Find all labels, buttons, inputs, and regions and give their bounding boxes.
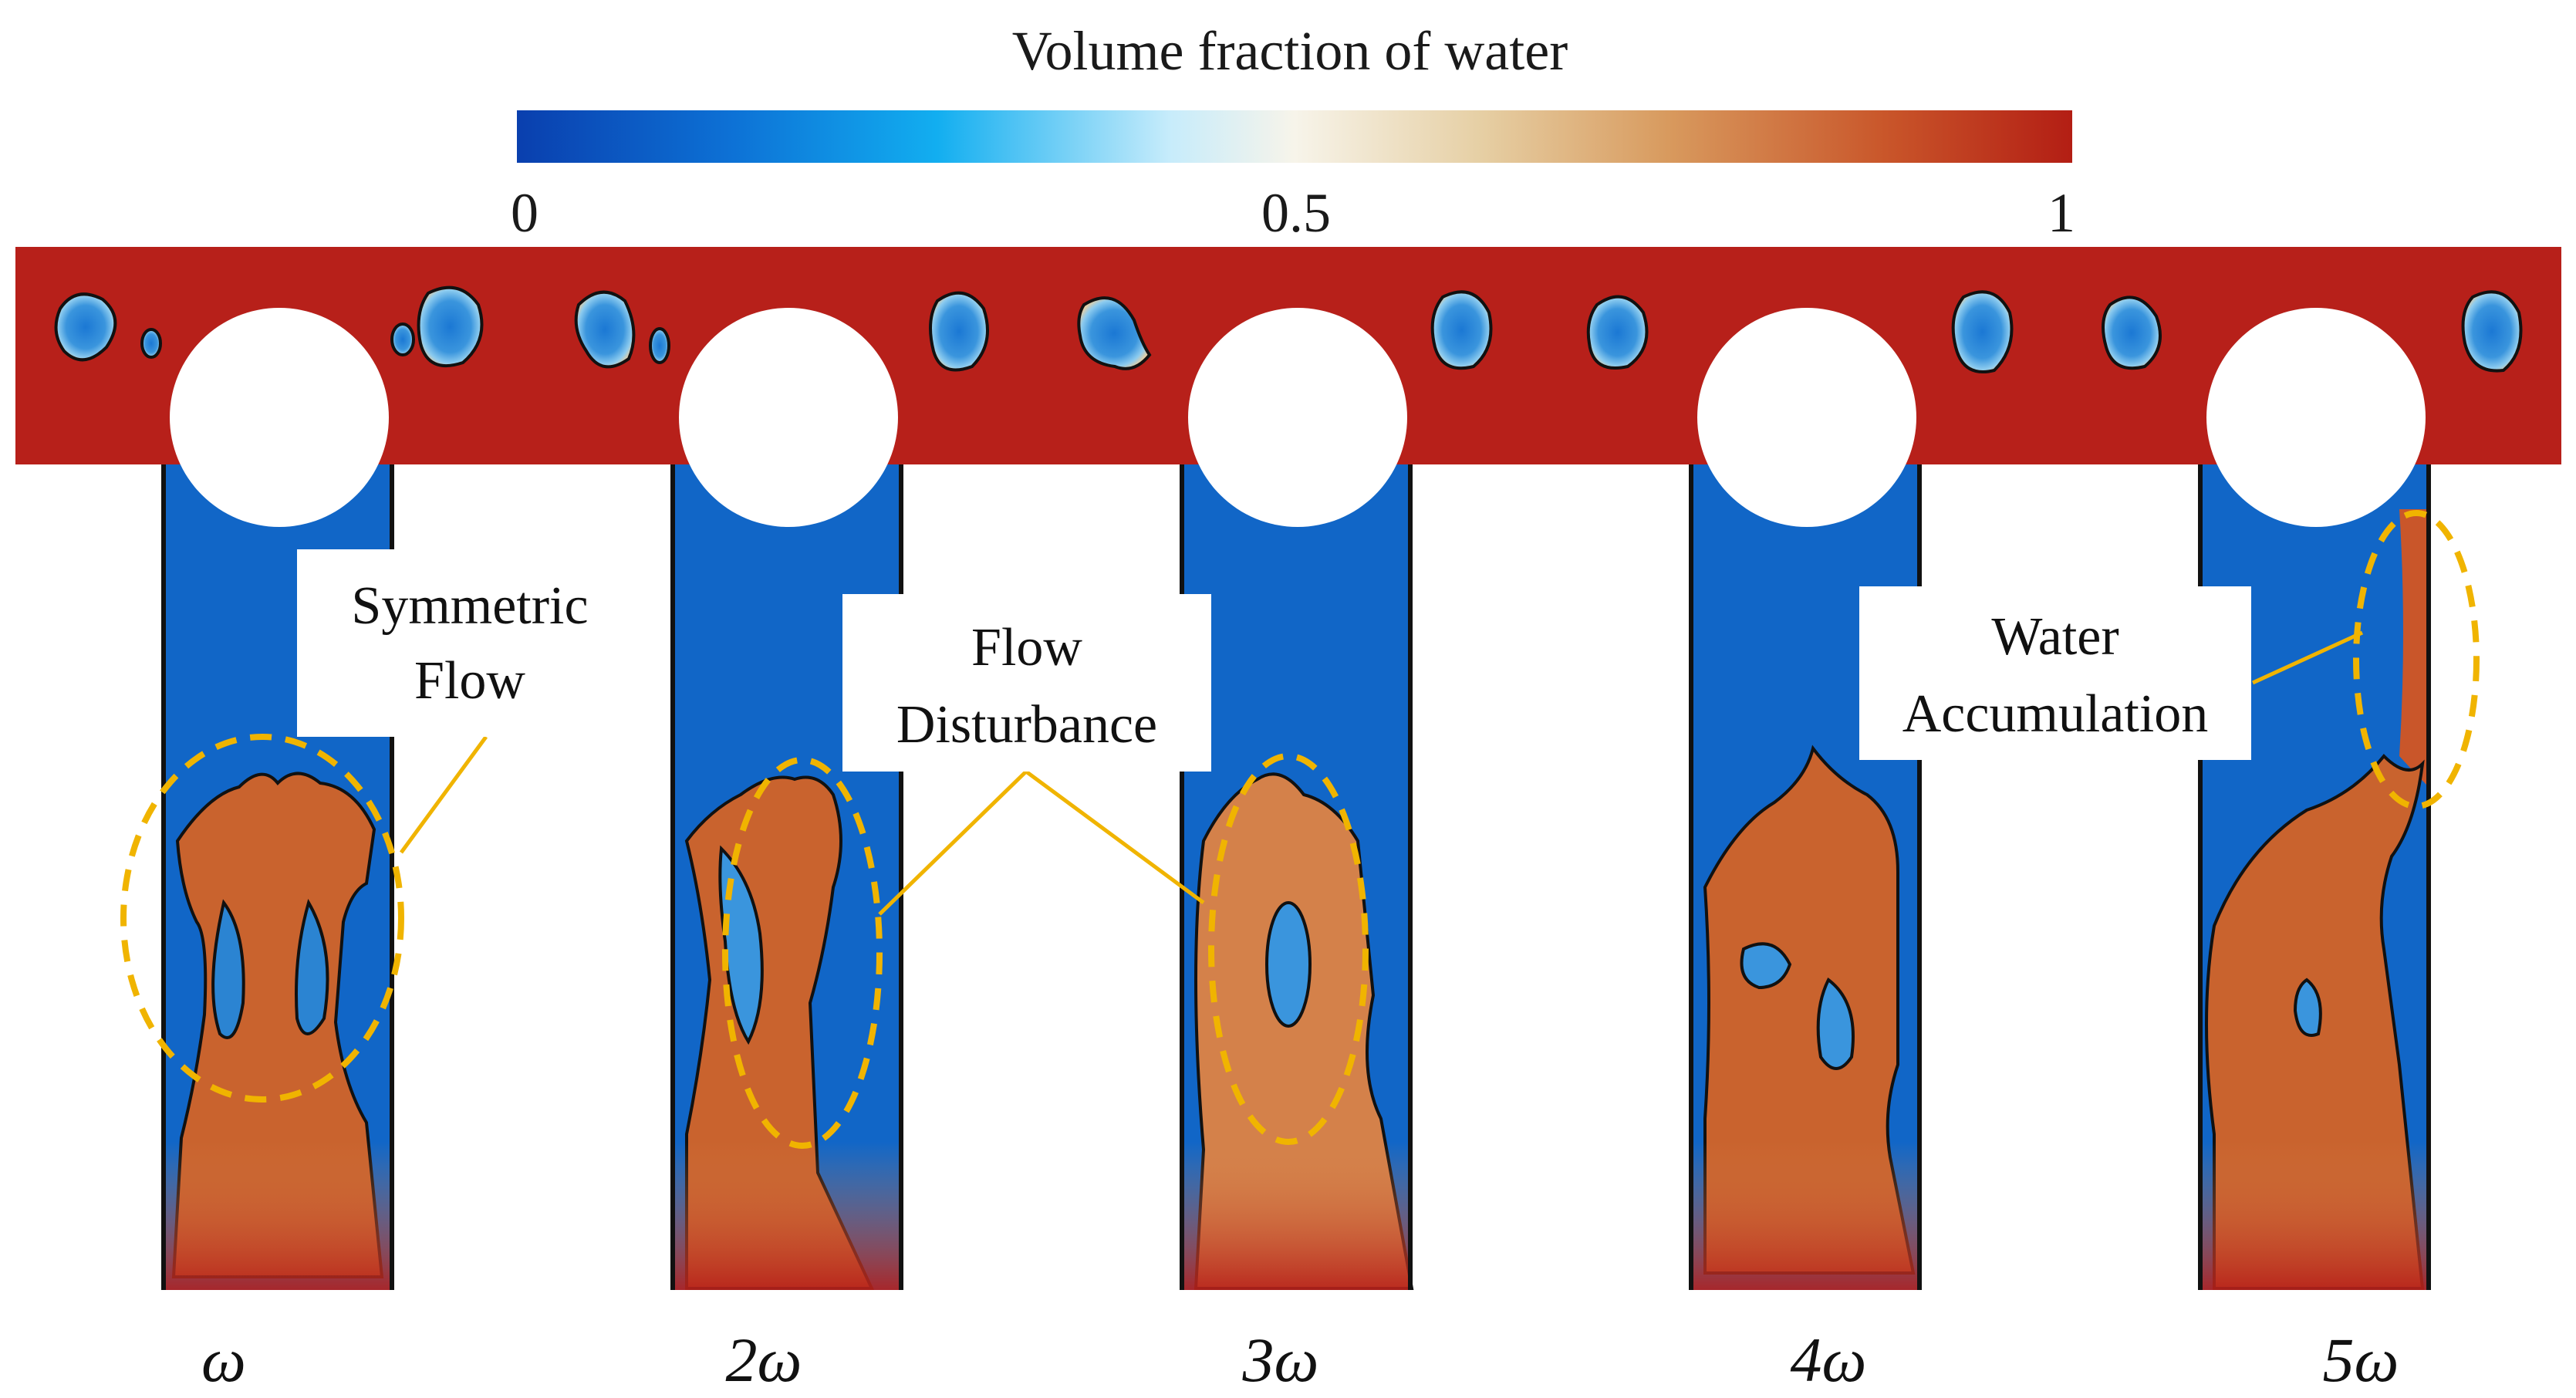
- callout-lines: [399, 630, 2364, 916]
- colorbar-tick-max: 1: [2048, 182, 2075, 244]
- callout-box: [1859, 586, 2251, 760]
- callout-box: [297, 549, 643, 737]
- channel-inner-gas: [1265, 901, 1312, 1028]
- leader-accumulation: [2251, 630, 2364, 685]
- leader-symmetric: [399, 735, 488, 854]
- leader-disturbance-b: [1025, 769, 1205, 905]
- channel-bottom-water: [673, 1142, 901, 1290]
- header-bubbles: [54, 285, 2523, 373]
- channel-inner-gas: [1816, 977, 1855, 1070]
- header-bubble: [140, 328, 162, 359]
- callout-line-2: Flow: [414, 651, 525, 711]
- channel-bottom-water: [1182, 1142, 1410, 1290]
- header-bubble: [2102, 295, 2162, 370]
- header-bubble: [2461, 290, 2523, 373]
- header-bubble: [54, 292, 117, 362]
- header-bubble: [390, 322, 415, 356]
- colorbar-tick-mid: 0.5: [1261, 182, 1331, 244]
- pipe-circle: [170, 308, 389, 527]
- channel-4: [1689, 308, 1922, 1290]
- channel-label-1: ω: [201, 1325, 246, 1395]
- callout-line-1: Water: [1991, 607, 2119, 667]
- callout-disturbance: Flow Disturbance: [842, 594, 1211, 772]
- header-bubble: [1586, 295, 1649, 370]
- channel-label-4: 4ω: [1791, 1325, 1867, 1395]
- pipe-circle: [1697, 308, 1916, 527]
- channel-water-accumulation: [2399, 509, 2429, 787]
- channel-1: [161, 308, 394, 1290]
- channel-label-2: 2ω: [726, 1325, 802, 1395]
- channel-inner-gas: [295, 898, 329, 1035]
- callout-accumulation: Water Accumulation: [1859, 586, 2251, 760]
- channel-bottom-water: [164, 1142, 392, 1290]
- leader-disturbance-a: [878, 770, 1028, 916]
- callout-line-2: Disturbance: [896, 695, 1157, 755]
- highlight-ellipse-disturbance-2: [722, 757, 883, 1149]
- callout-line-1: Flow: [971, 618, 1082, 677]
- channel-label-5: 5ω: [2323, 1325, 2399, 1395]
- header-bubble: [649, 327, 670, 364]
- header-bubble: [417, 285, 484, 367]
- header-bubble: [929, 291, 989, 372]
- header-bubble: [574, 290, 636, 369]
- pipe-circle: [1188, 308, 1407, 527]
- channel-inner-gas: [211, 899, 245, 1039]
- channel-inner-gas: [1740, 942, 1792, 990]
- colorbar-tick-min: 0: [511, 182, 538, 244]
- highlight-ellipse-symmetric: [120, 734, 404, 1103]
- colorbar-title: Volume fraction of water: [1012, 20, 1568, 82]
- highlight-ellipse-accumulation: [2353, 510, 2480, 809]
- highlight-ellipse-disturbance-3: [1208, 753, 1369, 1145]
- highlight-ellipses: [120, 510, 2480, 1149]
- callout-line-2: Accumulation: [1902, 684, 2209, 744]
- pipe-circle: [679, 308, 898, 527]
- pipe-circle: [2206, 308, 2426, 527]
- header-bubble: [1430, 290, 1493, 370]
- channel-label-3: 3ω: [1242, 1325, 1319, 1395]
- colorbar-gradient: [517, 110, 2072, 163]
- header-bubble: [1951, 290, 2014, 373]
- channel-2: [670, 308, 903, 1290]
- channel-3: [1180, 308, 1414, 1290]
- callout-line-1: Symmetric: [351, 576, 588, 636]
- callout-box: [842, 594, 1211, 772]
- channel-bottom-water: [1691, 1142, 1919, 1290]
- channel-labels: ω 2ω 3ω 4ω 5ω: [201, 1325, 2399, 1395]
- callout-symmetric: Symmetric Flow: [297, 549, 643, 737]
- channel-inner-gas: [2293, 978, 2322, 1037]
- channel-bottom-water: [2200, 1142, 2429, 1290]
- header-bubble: [1077, 296, 1152, 370]
- colorbar: Volume fraction of water 0 0.5 1: [511, 20, 2075, 244]
- channel-5: [2198, 308, 2431, 1290]
